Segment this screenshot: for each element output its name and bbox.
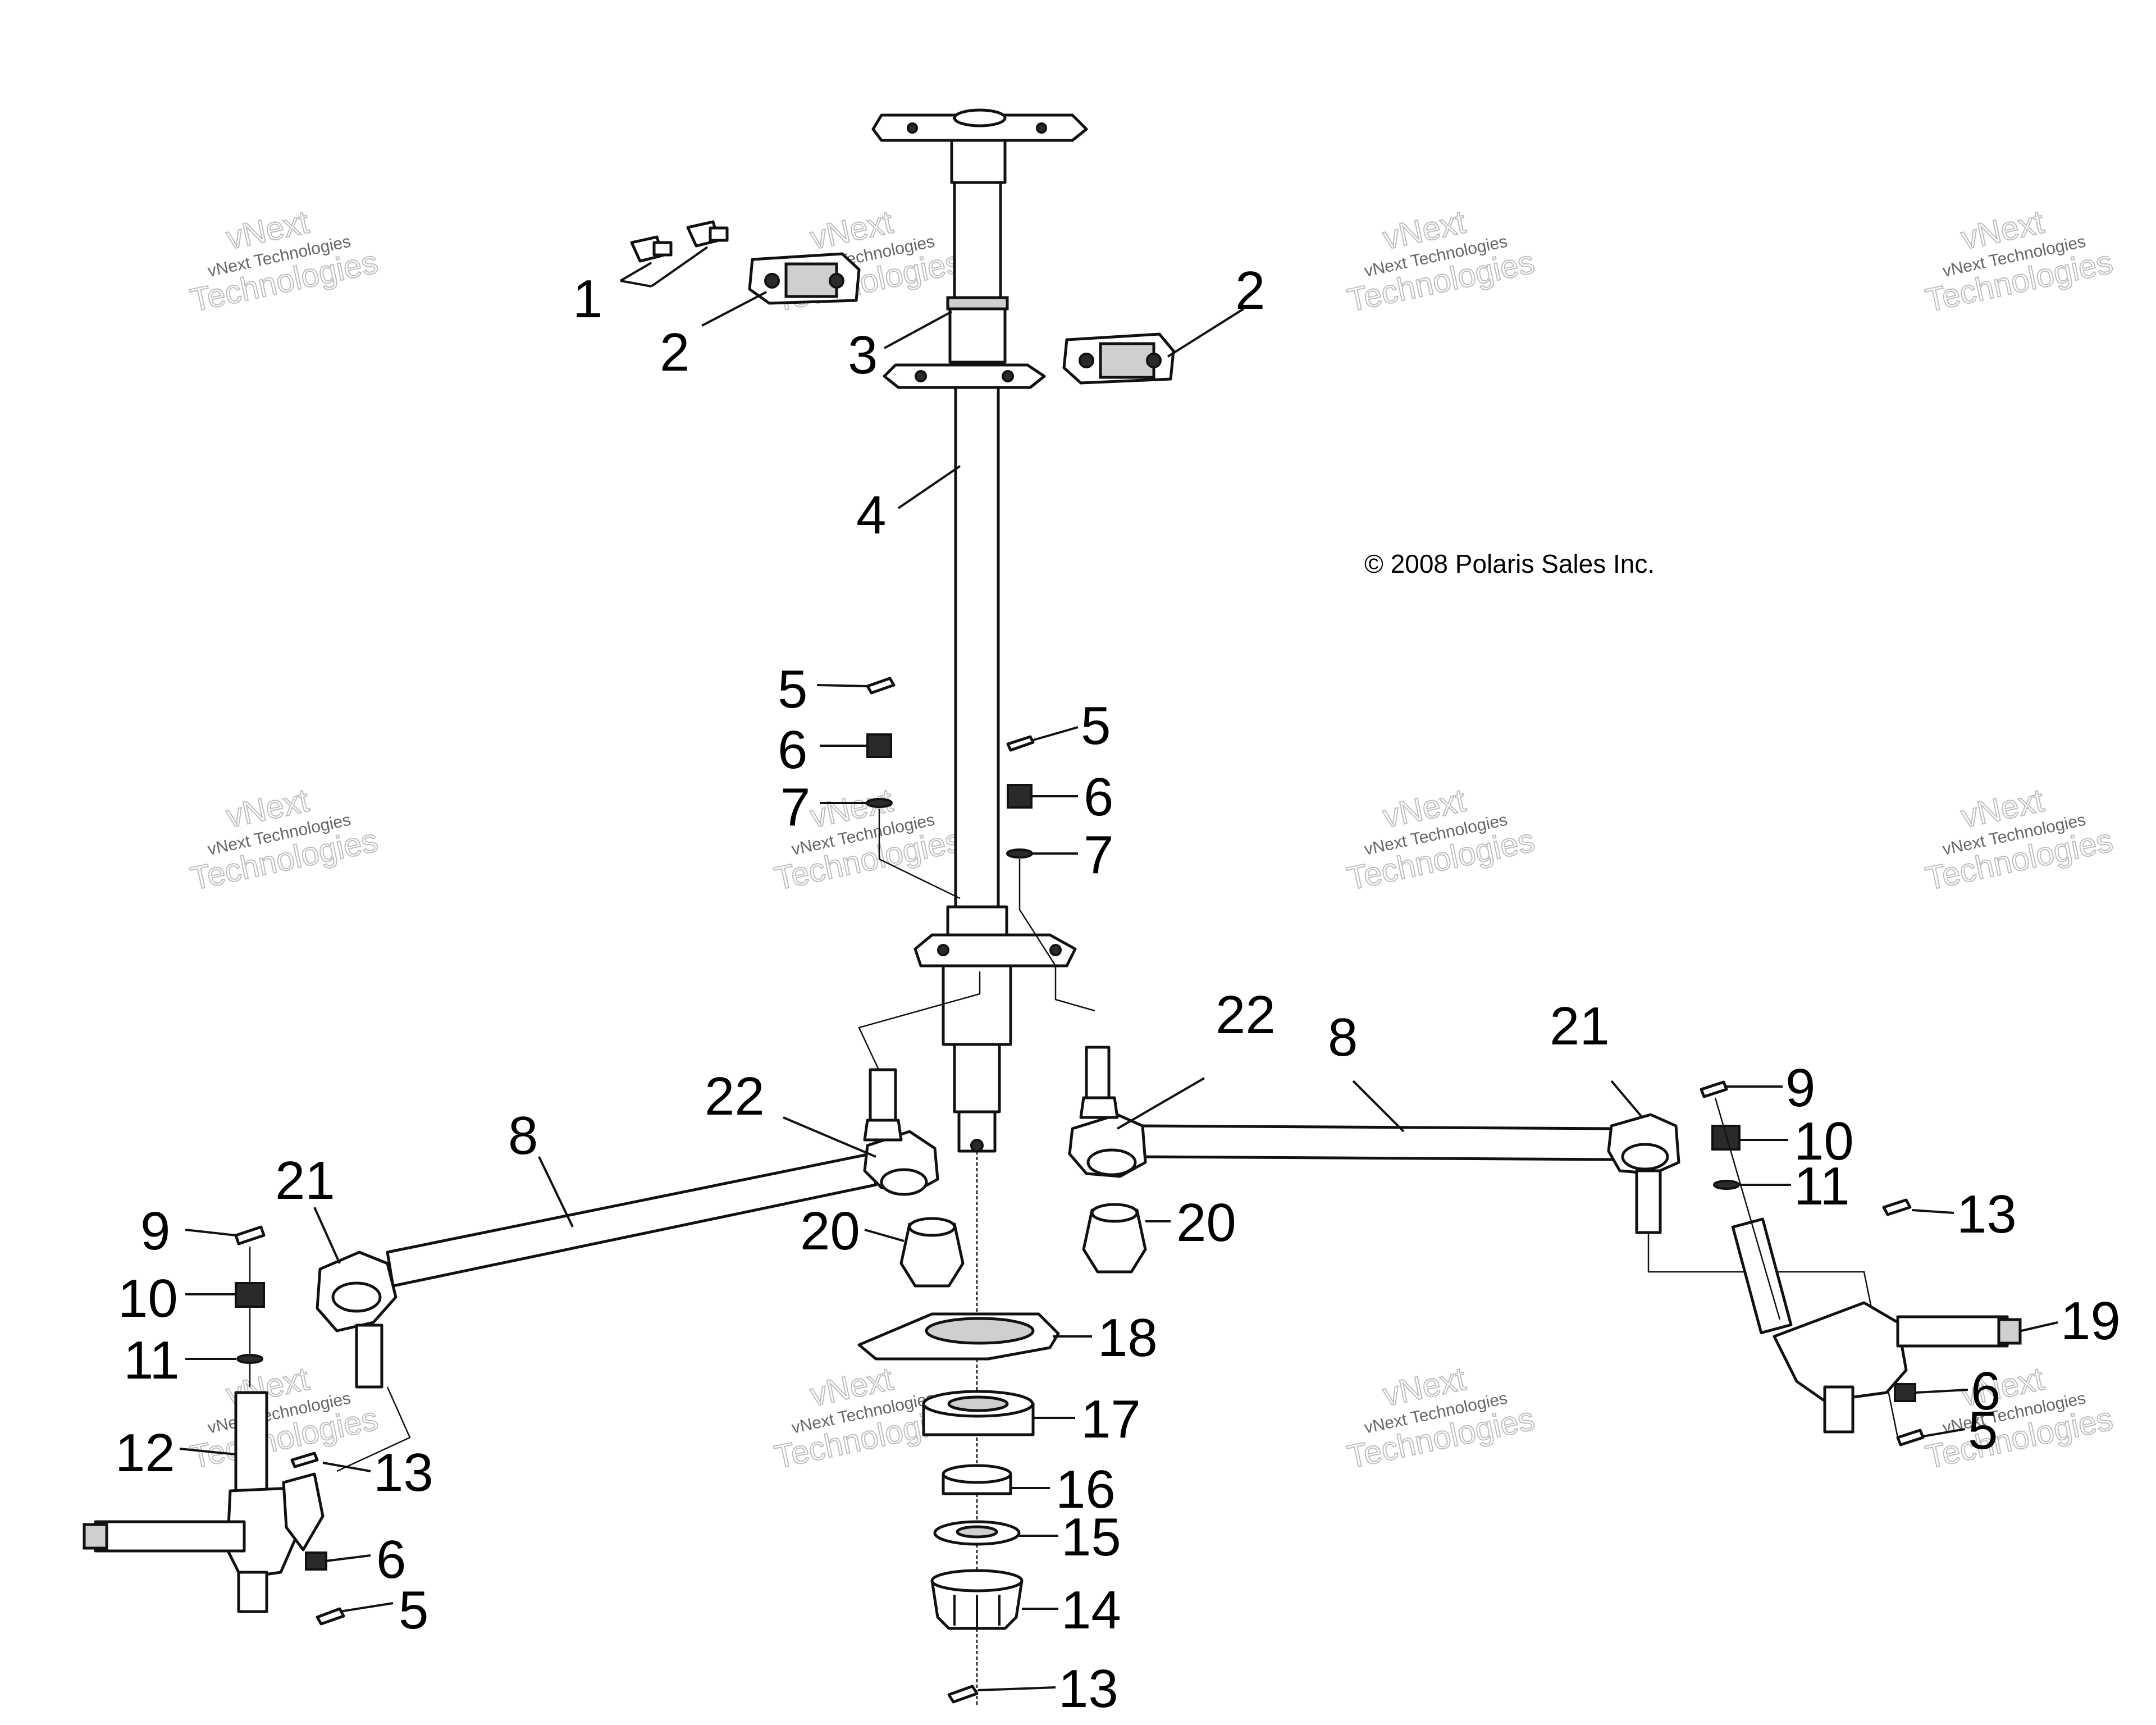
left-hardware-stack [866, 677, 961, 900]
right-nut-20 [1082, 1203, 1147, 1274]
callout-15: 15 [1061, 1507, 1121, 1567]
callout-labels: 1 2 2 3 4 5 6 7 5 6 7 22 8 21 9 10 11 12… [115, 261, 2121, 1719]
handlebar-clamp-right [1062, 332, 1175, 385]
lower-bearing-stack [857, 1151, 1060, 1707]
callout-6-left: 6 [778, 720, 807, 780]
callout-6-left-spindle: 6 [376, 1530, 406, 1590]
callout-7-left: 7 [780, 777, 810, 837]
callout-8-left: 8 [508, 1106, 538, 1166]
steering-column [871, 108, 1088, 1153]
handlebar-clamp-bolts [630, 220, 729, 263]
right-spindle [1731, 1198, 2022, 1434]
callout-10-right: 10 [1794, 1111, 1854, 1171]
callout-8-right: 8 [1328, 1007, 1358, 1067]
callout-22-left: 22 [705, 1066, 765, 1126]
callout-19: 19 [2061, 1291, 2121, 1351]
callout-12: 12 [115, 1423, 175, 1483]
callout-9-left: 9 [140, 1201, 170, 1261]
callout-3: 3 [848, 325, 878, 385]
callout-13-bottom: 13 [1058, 1659, 1118, 1719]
left-tie-rod [316, 971, 981, 1472]
right-hardware-stack [1006, 735, 1095, 1012]
callout-10-left: 10 [118, 1268, 178, 1329]
callout-16: 16 [1056, 1459, 1116, 1519]
right-tie-rod [1068, 1046, 1899, 1438]
callout-5-left: 5 [778, 659, 807, 719]
left-nut-20 [899, 1217, 965, 1288]
callout-9-right: 9 [1785, 1058, 1815, 1118]
callout-20-left: 20 [800, 1201, 860, 1261]
callout-11-left: 11 [124, 1330, 180, 1390]
callout-7-right: 7 [1084, 825, 1113, 885]
callout-6-right-spindle: 6 [1971, 1361, 2000, 1421]
callout-2-left: 2 [660, 322, 689, 382]
callout-21-left: 21 [275, 1151, 335, 1211]
callout-20-right: 20 [1176, 1193, 1236, 1253]
right-spindle-hardware [1700, 1080, 1925, 1446]
callout-6-right: 6 [1084, 767, 1113, 827]
callout-11-right: 11 [1794, 1156, 1850, 1216]
callout-21-right: 21 [1550, 996, 1610, 1056]
copyright-notice: © 2008 Polaris Sales Inc. [1364, 549, 1655, 578]
handlebar-clamp-left [748, 252, 861, 305]
callout-5-right-spindle: 5 [1968, 1400, 1998, 1461]
callout-4: 4 [856, 485, 886, 545]
leader-lines [179, 246, 2058, 1691]
callout-5-left-spindle: 5 [399, 1580, 428, 1640]
left-spindle [83, 1247, 345, 1626]
callout-5-right: 5 [1081, 696, 1111, 756]
callout-2-right: 2 [1235, 261, 1265, 321]
callout-13-left: 13 [373, 1443, 433, 1503]
callout-18: 18 [1098, 1308, 1158, 1368]
callout-1: 1 [573, 269, 602, 329]
callout-17: 17 [1081, 1389, 1141, 1449]
callout-22-right: 22 [1216, 985, 1276, 1045]
callout-13-right: 13 [1957, 1184, 2017, 1244]
callout-14: 14 [1061, 1580, 1121, 1640]
